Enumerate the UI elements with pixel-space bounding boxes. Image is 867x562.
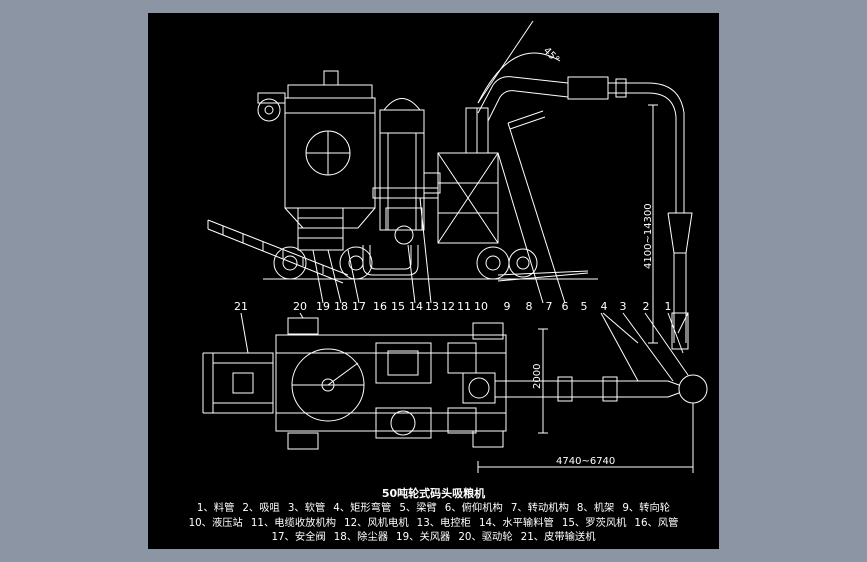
legend-item: 8、机架: [576, 502, 615, 514]
callout-13: 13: [425, 300, 439, 313]
legend-row: 10、液压站 11、电缆收放机构 12、风机电机 13、电控柜 14、水平输料管 15、罗…: [148, 516, 719, 531]
legend-item: 3、软管: [287, 502, 326, 514]
callout-12: 12: [441, 300, 455, 313]
legend-item: 19、关风器: [396, 531, 451, 543]
callout-21: 21: [234, 300, 248, 313]
legend-item: 5、梁臂: [399, 502, 437, 514]
air-duct: [362, 245, 419, 276]
callout-11: 11: [457, 300, 471, 313]
callout-10: 10: [474, 300, 488, 313]
legend-item: 10、液压站: [188, 516, 243, 529]
legend-item: 6、俯仰机构: [444, 502, 503, 514]
callout-6: 6: [562, 300, 569, 313]
belt-conveyor: [207, 219, 349, 276]
dim-width: 2000: [532, 364, 543, 389]
plan-drive-wheel-bottom: [287, 432, 319, 450]
legend-item: 15、罗茨风机: [561, 516, 627, 529]
legend-item: 7、转动机构: [510, 502, 569, 514]
legend-row: 1、料管 2、吸咀 3、软管 4、矩形弯管 5、梁臂 6、俯仰机构 7、转动机构 8、机架 9、…: [148, 501, 719, 516]
callout-15: 15: [391, 300, 405, 313]
feed-pipe: [671, 312, 689, 350]
plan-belt-conveyor: [212, 352, 274, 414]
plan-callouts: 21 20: [234, 300, 307, 313]
legend-row: 17、安全阀 18、除尘器 19、关风器 20、驱动轮 21、皮带输送机: [148, 530, 719, 545]
leader-lines: [312, 122, 689, 354]
legend-item: 21、皮带输送机: [520, 531, 596, 543]
plan-nozzle: [678, 374, 708, 404]
callout-17: 17: [352, 300, 366, 313]
callout-14: 14: [409, 300, 423, 313]
plan-view: 2000 4740~6740: [202, 312, 708, 473]
legend-item: 18、除尘器: [333, 531, 389, 543]
legend-item: 2、吸咀: [242, 502, 280, 514]
parts-legend: 1、料管 2、吸咀 3、软管 4、矩形弯管 5、梁臂 6、俯仰机构 7、转动机构 8、机架 9、…: [148, 501, 719, 545]
legend-item: 12、风机电机: [344, 516, 409, 529]
dim-horizontal-length: 4740~6740: [556, 456, 615, 467]
legend-item: 20、驱动轮: [458, 531, 513, 543]
legend-item: 17、安全阀: [271, 531, 326, 543]
suction-nozzle: [667, 212, 693, 254]
legend-item: 9、转向轮: [622, 502, 671, 514]
plan-turning-mechanism: [462, 372, 496, 404]
rotary-valve: [297, 207, 344, 251]
legend-item: 14、水平输料管: [478, 516, 554, 529]
dim-vertical-height: 4100~14300: [643, 203, 654, 269]
callout-20: 20: [293, 300, 307, 313]
callout-19: 19: [316, 300, 330, 313]
engineering-drawing: 4100~14300 45° 1918171615141312111098765…: [202, 20, 708, 473]
steering-wheel: [476, 246, 510, 280]
callout-18: 18: [334, 300, 348, 313]
legend-item: 11、电缆收放机构: [250, 516, 337, 529]
angle-label: 45°: [541, 45, 561, 65]
dust-fan: [257, 98, 281, 122]
callout-4: 4: [601, 300, 608, 313]
fan-motor: [379, 109, 425, 231]
hose-elbow: [647, 82, 685, 213]
outrigger: [497, 270, 589, 276]
callout-1: 1: [665, 300, 672, 313]
callout-3: 3: [620, 300, 627, 313]
legend-item: 1、料管: [196, 502, 235, 514]
drive-wheel: [273, 246, 307, 280]
drawing-title: 50吨轮式码头吸粮机: [381, 487, 486, 500]
plan-electric-cabinet: [447, 342, 477, 374]
callout-7: 7: [546, 300, 553, 313]
callout-9: 9: [504, 300, 511, 313]
dust-collector-top: [287, 84, 373, 99]
plan-roots-blower: [375, 342, 432, 384]
angle-arc: [477, 52, 561, 104]
boom-arm: [477, 76, 569, 114]
legend-item: 13、电控柜: [416, 516, 471, 529]
plan-chassis: [275, 334, 507, 432]
callout-2: 2: [643, 300, 650, 313]
rectangular-elbow: [567, 76, 609, 100]
legend-item: 16、风管: [634, 516, 679, 529]
legend-item: 4、矩形弯管: [333, 502, 392, 514]
side-elevation-view: 4100~14300 45°: [207, 20, 693, 350]
callout-8: 8: [526, 300, 533, 313]
callout-16: 16: [373, 300, 387, 313]
callout-5: 5: [581, 300, 588, 313]
plan-drive-wheel-top: [287, 317, 319, 335]
